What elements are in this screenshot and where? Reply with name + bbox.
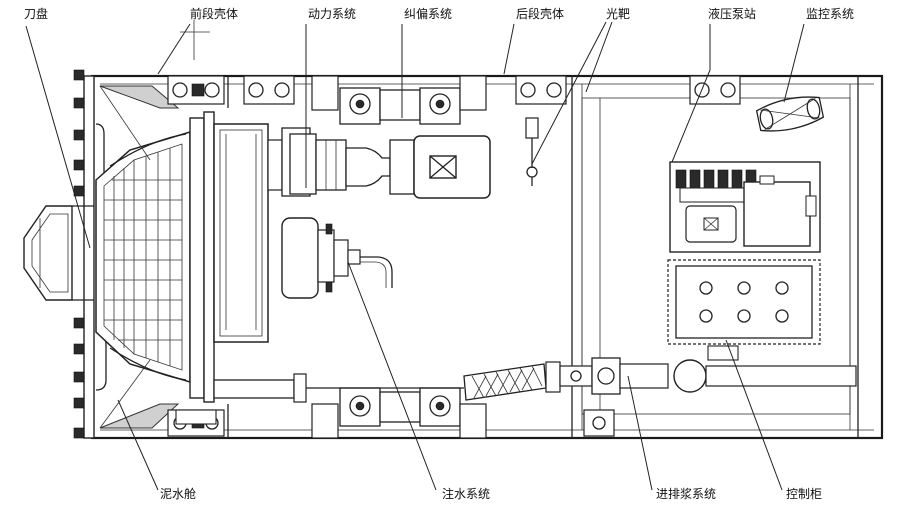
label-control-cabinet: 控制柜 bbox=[786, 487, 822, 501]
label-rear-shell: 后段壳体 bbox=[516, 6, 564, 21]
label-cutterhead: 刀盘 bbox=[24, 6, 48, 21]
rear-shell-clamps bbox=[515, 75, 741, 437]
monitoring-camera bbox=[755, 96, 825, 132]
laser-target-unit bbox=[525, 117, 539, 186]
leader-lines bbox=[25, 20, 805, 491]
label-mud-chamber: 泥水舱 bbox=[160, 487, 196, 501]
deviation-cylinders-top bbox=[311, 75, 487, 125]
water-injection-pump bbox=[281, 217, 393, 299]
label-power-system: 动力系统 bbox=[308, 7, 356, 21]
control-cabinet-unit bbox=[667, 259, 821, 345]
label-front-shell: 前段壳体 bbox=[190, 6, 238, 21]
label-monitoring-system: 监控系统 bbox=[806, 7, 854, 21]
label-hydraulic-station: 液压泵站 bbox=[708, 6, 756, 21]
main-drive bbox=[189, 111, 311, 403]
cutterhead-nose bbox=[23, 205, 94, 301]
hydraulic-station-unit bbox=[669, 161, 821, 253]
label-deviation-system: 纠偏系统 bbox=[404, 6, 452, 21]
label-water-injection: 注水系统 bbox=[442, 486, 490, 501]
label-laser-target: 光靶 bbox=[606, 7, 630, 21]
power-motor bbox=[289, 133, 491, 199]
cutter-cone bbox=[95, 130, 191, 384]
front-baffles bbox=[99, 85, 180, 429]
label-slurry-system: 进排浆系统 bbox=[656, 486, 716, 501]
slurry-pipe-system bbox=[175, 345, 857, 425]
